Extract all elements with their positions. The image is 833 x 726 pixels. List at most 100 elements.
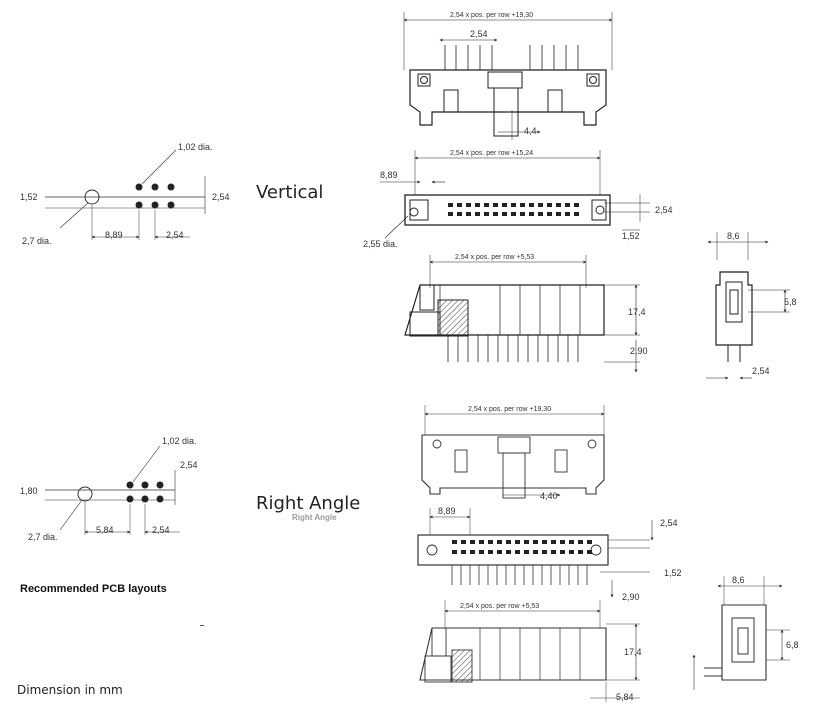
ras-offset: 5,84 [616,692,634,702]
vertical-front-view [403,12,613,140]
contact-slot [493,203,498,207]
rat-edge-to-first: 8,89 [438,506,456,516]
vf-pitch: 2,54 [470,29,488,39]
contact-slot [565,203,570,207]
contact-slot [524,540,529,544]
rat-row-pitch: 2,54 [660,518,678,528]
ra-pcb-pin-pitch: 2,54 [152,525,170,535]
contact-slot [578,540,583,544]
contact-slot [502,212,507,216]
contact-slot [551,550,556,554]
pin-grid-icon [126,481,164,503]
contact-slot [461,540,466,544]
contact-slot [515,550,520,554]
vt-offset: 1,52 [622,231,640,241]
contact-slot [565,212,570,216]
vt-overall: 2,54 x pos. per row +15,24 [450,150,533,157]
ras-overall: 2,54 x pos. per row +5,53 [460,603,539,610]
ve-width: 8,6 [727,231,740,241]
contact-slot [515,540,520,544]
contact-slot [542,540,547,544]
mount-hole-icon [84,189,100,205]
ras-height: 17,4 [624,647,642,657]
vertical-end-view [706,232,790,380]
caption-dimension-note: Dimension in mm [17,683,123,697]
mount-hole-icon [77,486,93,502]
contact-slot [538,203,543,207]
contact-slot [497,540,502,544]
vf-key-width: 4,4 [524,126,537,136]
section-vertical: Vertical [256,182,324,203]
ra-pcb-mount-to-pin: 5,84 [96,525,114,535]
contact-slot [547,212,552,216]
vertical-pcb-pin-pitch: 2,54 [166,230,184,240]
rat-pin-length: 2,90 [622,592,640,602]
contact-slot [493,212,498,216]
contact-slot [587,540,592,544]
vertical-pcb-hole-dia: 2,7 dia. [22,236,52,246]
contact-slot [542,550,547,554]
contact-slot [475,203,480,207]
contact-slot [569,540,574,544]
ra-pcb-hole-dia: 2,7 dia. [28,532,58,542]
vertical-pcb-row-pitch: 2,54 [212,192,230,202]
contact-slot [488,540,493,544]
contact-slot [556,203,561,207]
contact-slot [533,540,538,544]
vertical-top-view [380,150,650,239]
contact-slot [520,212,525,216]
vf-overall: 2,54 x pos. per row +19,30 [450,12,533,19]
contact-slot [574,203,579,207]
caption-recommended: Recommended PCB layouts [20,583,167,595]
right-angle-pcb-layout [45,445,180,535]
ra-side-view [419,600,640,702]
contact-slot [457,203,462,207]
contact-slot [569,550,574,554]
contact-slot [448,212,453,216]
contact-slot [529,212,534,216]
rat-contact-grid [452,540,592,554]
raf-overall: 2,54 x pos. per row +19,30 [468,406,551,413]
contact-slot [547,203,552,207]
contact-slot [479,540,484,544]
contact-slot [470,540,475,544]
contact-slot [470,550,475,554]
contact-slot [520,203,525,207]
contact-slot [560,540,565,544]
contact-slot [574,212,579,216]
vt-edge-to-first: 8,89 [380,170,398,180]
contact-slot [466,203,471,207]
contact-slot [475,212,480,216]
section-right-angle-ghost: Right Angle [292,513,337,522]
vt-row-pitch: 2,54 [655,205,673,215]
contact-slot [452,540,457,544]
contact-slot [551,540,556,544]
vertical-pcb-mount-offset: 1,52 [20,192,38,202]
pin-grid-icon [135,183,175,209]
ve-pitch: 2,54 [752,366,770,376]
contact-slot [506,540,511,544]
contact-slot [452,550,457,554]
contact-slot [457,212,462,216]
contact-slot [506,550,511,554]
vs-overall: 2,54 x pos. per row +5,53 [455,254,534,261]
vs-pin-length: 2,90 [630,346,648,356]
ra-pcb-mount-offset: 1,80 [20,486,38,496]
vs-height: 17,4 [628,307,646,317]
raf-key-width: 4,40 [540,491,558,501]
contact-slot [484,212,489,216]
divider-mark [200,625,204,626]
ve-height: 5,8 [784,297,797,307]
contact-slot [484,203,489,207]
ra-pcb-row-pitch: 2,54 [180,460,198,470]
vertical-side-view [404,255,640,373]
vertical-pcb-mount-to-pin: 8,89 [105,230,123,240]
vertical-pcb-layout [45,149,206,240]
contact-slot [448,203,453,207]
contact-slot [538,212,543,216]
vertical-pcb-pin-dia: 1,02 dia. [178,142,213,152]
contact-slot [524,550,529,554]
contact-slot [502,203,507,207]
